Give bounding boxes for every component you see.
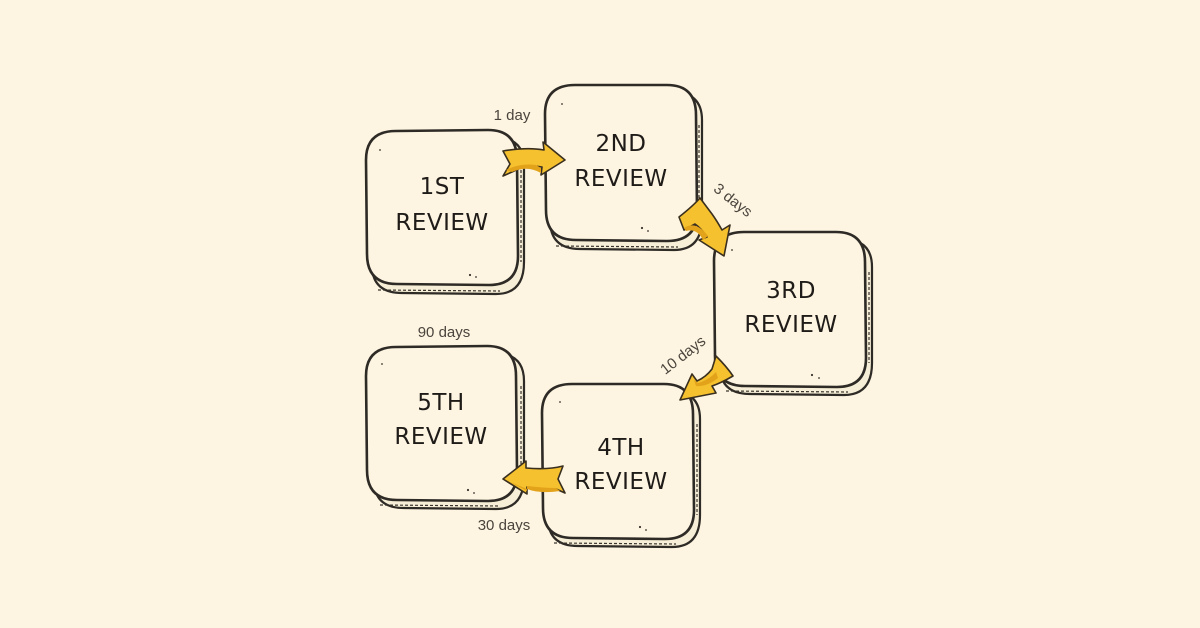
review-box-5: 5TH REVIEW: [364, 344, 526, 511]
interval-label-10-days: 10 days: [657, 333, 709, 379]
review-box-5-line1: 5TH: [417, 390, 464, 416]
review-box-2: 2ND REVIEW: [543, 83, 704, 252]
arrow-review-1-to-2: [502, 141, 566, 177]
review-box-3: 3RD REVIEW: [712, 230, 874, 397]
review-box-4-line2: REVIEW: [574, 469, 667, 495]
interval-label-3-days: 3 days: [710, 180, 755, 221]
interval-label-1-day: 1 day: [494, 107, 531, 124]
review-box-1-line1: 1ST: [420, 174, 465, 200]
interval-label-30-days: 30 days: [478, 517, 531, 534]
review-box-4: 4TH REVIEW: [540, 382, 702, 549]
review-box-1-line2: REVIEW: [395, 210, 488, 236]
interval-label-90-days: 90 days: [418, 324, 471, 341]
review-box-4-line1: 4TH: [597, 435, 644, 461]
review-box-3-line1: 3RD: [766, 278, 816, 304]
review-box-2-line1: 2ND: [595, 131, 646, 157]
arrow-review-2-to-3: [678, 197, 731, 257]
review-box-3-line2: REVIEW: [744, 312, 837, 338]
review-box-2-line2: REVIEW: [574, 166, 667, 192]
arrow-review-4-to-5: [502, 460, 566, 495]
review-box-1: 1ST REVIEW: [364, 128, 526, 296]
review-box-5-line2: REVIEW: [394, 424, 487, 450]
arrow-review-3-to-4: [679, 355, 734, 401]
